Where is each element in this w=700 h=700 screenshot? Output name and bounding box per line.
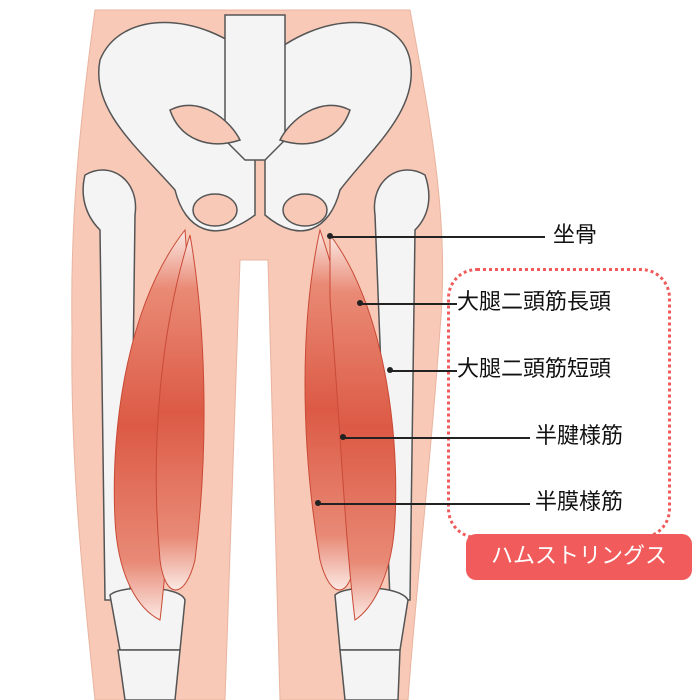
label-semitendinosus: 半腱様筋 xyxy=(535,424,624,449)
hamstring-muscles xyxy=(113,228,397,621)
semimembranosus-leader-line xyxy=(318,503,530,505)
pelvis xyxy=(97,14,413,232)
left-muscle-medial xyxy=(155,234,205,591)
label-biceps-femoris-long-head: 大腿二頭筋長頭 xyxy=(457,290,612,315)
semitendinosus-leader-line xyxy=(343,437,530,439)
hamstrings-badge: ハムストリングス xyxy=(466,534,692,580)
ischium-leader-line xyxy=(330,236,545,238)
label-semimembranosus: 半膜様筋 xyxy=(535,490,624,515)
label-biceps-femoris-short-head: 大腿二頭筋短頭 xyxy=(457,357,612,382)
short-head-leader-line xyxy=(390,370,457,372)
right-muscle-lateral xyxy=(329,233,397,621)
long-head-leader-line xyxy=(360,303,457,305)
label-ischium: 坐骨 xyxy=(553,223,598,248)
